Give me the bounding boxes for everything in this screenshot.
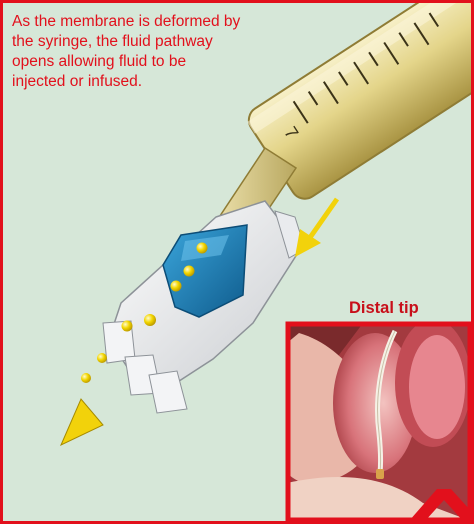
push-arrow bbox=[295, 199, 337, 257]
fluid-drop bbox=[197, 243, 208, 254]
inset-title: Distal tip bbox=[349, 299, 419, 318]
catheter-tip bbox=[376, 469, 384, 479]
fluid-drop bbox=[97, 353, 107, 363]
outflow-arrowhead bbox=[61, 399, 103, 445]
fluid-drop bbox=[184, 266, 195, 277]
fluid-drop bbox=[171, 281, 182, 292]
fluid-drop bbox=[144, 314, 156, 326]
needleless-connector bbox=[103, 201, 305, 413]
fluid-drop bbox=[81, 373, 91, 383]
fluid-drop bbox=[122, 321, 133, 332]
caption-text: As the membrane is deformed by the syrin… bbox=[12, 12, 242, 92]
distal-tip-inset bbox=[287, 319, 471, 521]
